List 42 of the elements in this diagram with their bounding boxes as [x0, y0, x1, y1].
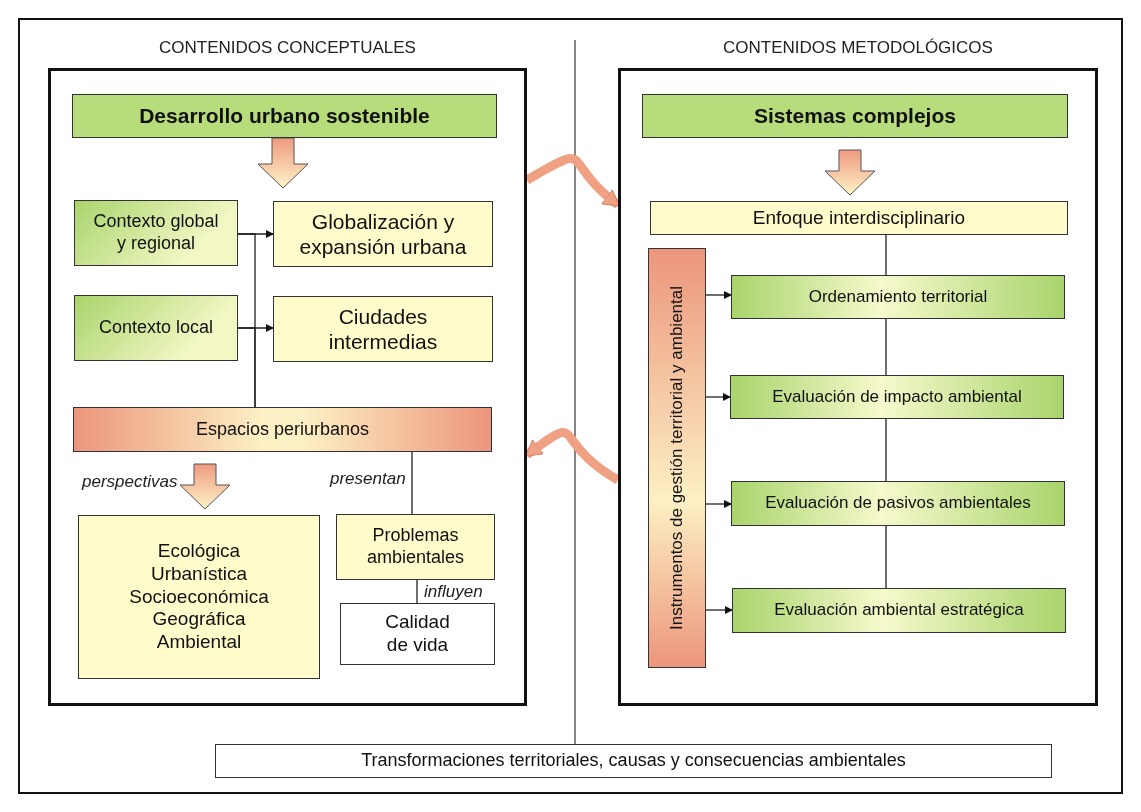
curved-arrow: [524, 154, 621, 209]
category-text: Geográfica: [152, 608, 246, 632]
category-box: [78, 515, 320, 679]
concept-box: Contexto global y regional: [74, 200, 238, 266]
edge-label: influyen: [422, 582, 485, 602]
footer-box: Transformaciones territoriales, causas y consecuencias ambientales: [215, 744, 1052, 778]
connector-line: [885, 234, 887, 276]
vertical-band: Instrumentos de gestión territorial y ambiental: [648, 248, 706, 668]
instrument-box: Evaluación de pasivos ambientales: [731, 481, 1065, 526]
concept-box: Ciudades intermedias: [273, 296, 493, 362]
arrow: [705, 606, 733, 614]
connector-line: [885, 418, 887, 482]
highlight-band: Espacios periurbanos: [73, 407, 492, 452]
block-arrow: [179, 463, 231, 510]
instrument-box: Ordenamiento territorial: [731, 275, 1065, 319]
category-text: Urbanística: [150, 562, 248, 586]
block-arrow: [824, 149, 876, 196]
curved-arrow: [524, 428, 621, 484]
connector-line: [411, 451, 413, 515]
instrument-box: Evaluación ambiental estratégica: [732, 588, 1066, 633]
arrow: [705, 500, 732, 508]
category-text: Ambiental: [156, 631, 242, 654]
panel-heading: CONTENIDOS CONCEPTUALES: [158, 38, 417, 58]
concept-box: Contexto local: [74, 295, 238, 361]
arrow: [705, 393, 731, 401]
title-box: Sistemas complejos: [642, 94, 1068, 138]
category-text: Socioeconómica: [129, 585, 269, 609]
connector-line: [885, 318, 887, 376]
concept-box: Problemas ambientales: [336, 514, 495, 580]
category-text: Ecológica: [157, 540, 241, 563]
connector-line: [885, 525, 887, 589]
concept-box: Calidad de vida: [340, 603, 495, 665]
instrument-box: Evaluación de impacto ambiental: [730, 375, 1064, 419]
arrow: [705, 291, 732, 299]
title-box: Desarrollo urbano sostenible: [72, 94, 497, 138]
edge-label: perspectivas: [80, 472, 180, 492]
concept-box: Enfoque interdisciplinario: [650, 201, 1068, 235]
connector-line: [416, 579, 418, 604]
concept-box: Globalización y expansión urbana: [273, 201, 493, 267]
panel-heading: CONTENIDOS METODOLÓGICOS: [722, 38, 994, 58]
block-arrow: [257, 137, 309, 189]
connector-line: [237, 327, 256, 408]
